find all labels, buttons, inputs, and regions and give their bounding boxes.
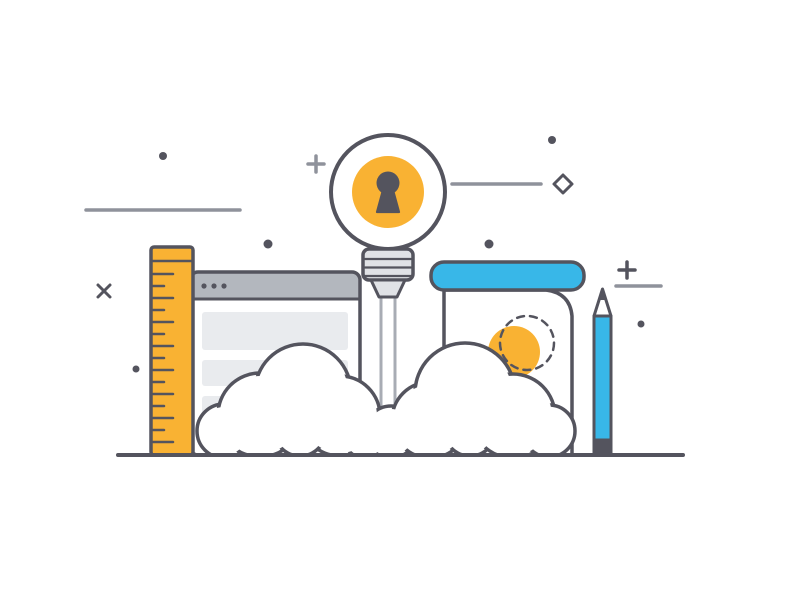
window-header-dots [201,283,227,289]
idea-lightbulb-keyhole-icon [329,133,447,421]
keyhole-icon [375,171,401,214]
decor-dot [548,136,556,144]
launch-clouds [195,341,577,461]
bookmark-header-bar [429,260,586,292]
cross-icon [96,283,112,299]
decor-dot [159,152,167,160]
launch-trail-fill [381,297,395,419]
plus-icon [306,154,326,174]
pencil-icon [592,287,613,457]
cloud-puff-fills [200,346,572,456]
badge-dashed-circle [498,314,556,372]
ruler-body [149,245,195,457]
window-header [190,272,360,299]
pencil-cap [592,438,613,457]
decor-dot [263,239,273,249]
pencil-body [592,314,613,442]
ruler-icon [149,245,195,457]
content-block [202,312,348,350]
plus-icon [617,260,637,280]
decorations [84,136,663,373]
decor-dot [637,320,645,328]
ruler-ticks [151,272,175,444]
decor-dot [484,239,494,249]
ground-mask [108,456,692,496]
bulb-base-tip [369,278,407,299]
decor-dot [132,365,140,373]
bulb-screw-ridges [363,257,413,278]
diamond-icon [552,173,574,195]
pencil-lead [599,289,606,300]
